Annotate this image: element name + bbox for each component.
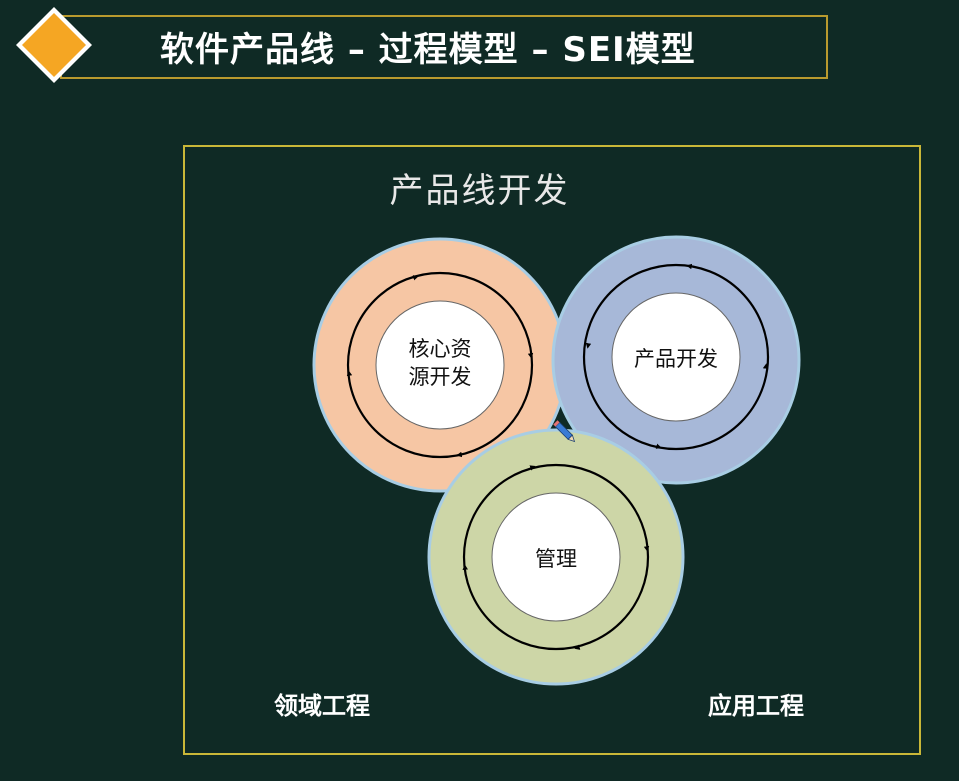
domain-engineering-label: 领域工程 — [274, 692, 370, 720]
product-dev-inner — [611, 292, 741, 422]
application-engineering-label: 应用工程 — [708, 692, 804, 720]
page-title: 软件产品线 – 过程模型 – SEI模型 — [160, 30, 696, 70]
diagram-title: 产品线开发 — [389, 171, 570, 211]
core-asset-inner — [375, 300, 505, 430]
management-cycle — [462, 463, 650, 651]
core-asset-cycle — [346, 271, 534, 459]
pencil-cursor-icon — [553, 420, 576, 443]
diamond-icon — [16, 7, 92, 83]
core-asset-label-line1: 核心资 — [409, 337, 472, 361]
product-dev-cycle — [582, 263, 770, 451]
management-inner — [491, 492, 621, 622]
management-label: 管理 — [535, 547, 577, 571]
core-asset-label-line2: 源开发 — [409, 365, 472, 389]
diagram-frame — [183, 145, 921, 755]
product-dev-label: 产品开发 — [634, 347, 718, 371]
